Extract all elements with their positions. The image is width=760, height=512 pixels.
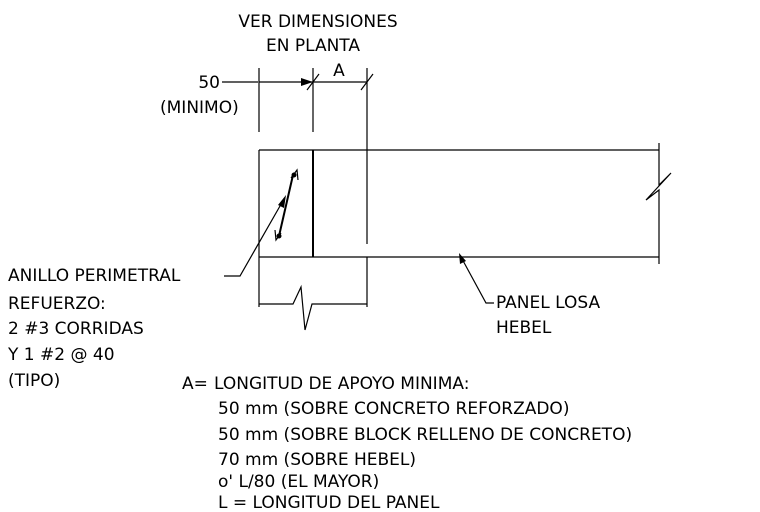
notes-line-3: 70 mm (SOBRE HEBEL) [218, 450, 416, 470]
stirrup-bar [278, 174, 294, 237]
hebel-label: HEBEL [496, 318, 552, 338]
notes-line-2: 50 mm (SOBRE BLOCK RELLENO DE CONCRETO) [218, 425, 632, 445]
support-break-line [259, 284, 367, 331]
panel-break-line [645, 143, 672, 264]
stirrup-hook-top [290, 168, 299, 181]
dim-a-label: A [333, 61, 345, 81]
dim-minimo-label: (MINIMO) [160, 98, 239, 118]
ver-dimensiones-line2: EN PLANTA [266, 36, 360, 56]
ver-dimensiones-line1: VER DIMENSIONES [238, 12, 397, 32]
estribos-label: Y 1 #2 @ 40 [7, 345, 115, 365]
notes-a-prefix: A= [182, 374, 208, 394]
notes-heading: LONGITUD DE APOYO MINIMA: [214, 374, 469, 394]
refuerzo-label: REFUERZO: [8, 294, 106, 314]
dim-50-arrowhead [301, 78, 313, 86]
stirrup-hook-bottom [274, 229, 282, 242]
dim-a-tick-right [360, 73, 374, 91]
notes-line-4: o' L/80 (EL MAYOR) [218, 472, 379, 492]
panel-losa-leader [460, 256, 494, 304]
notes-line-1: 50 mm (SOBRE CONCRETO REFORZADO) [218, 399, 569, 419]
anillo-leader [224, 198, 285, 277]
tipo-label: (TIPO) [8, 371, 60, 391]
panel-losa-arrowhead [459, 253, 466, 264]
corridas-label: 2 #3 CORRIDAS [8, 319, 144, 339]
dim-50-label: 50 [198, 73, 220, 93]
panel-losa-label: PANEL LOSA [496, 293, 600, 313]
anillo-leader-arrowhead [278, 195, 286, 208]
dim-a-tick-left [306, 73, 320, 91]
notes-line-5: L = LONGITUD DEL PANEL [218, 493, 440, 512]
anillo-perimetral-label: ANILLO PERIMETRAL [8, 266, 181, 286]
